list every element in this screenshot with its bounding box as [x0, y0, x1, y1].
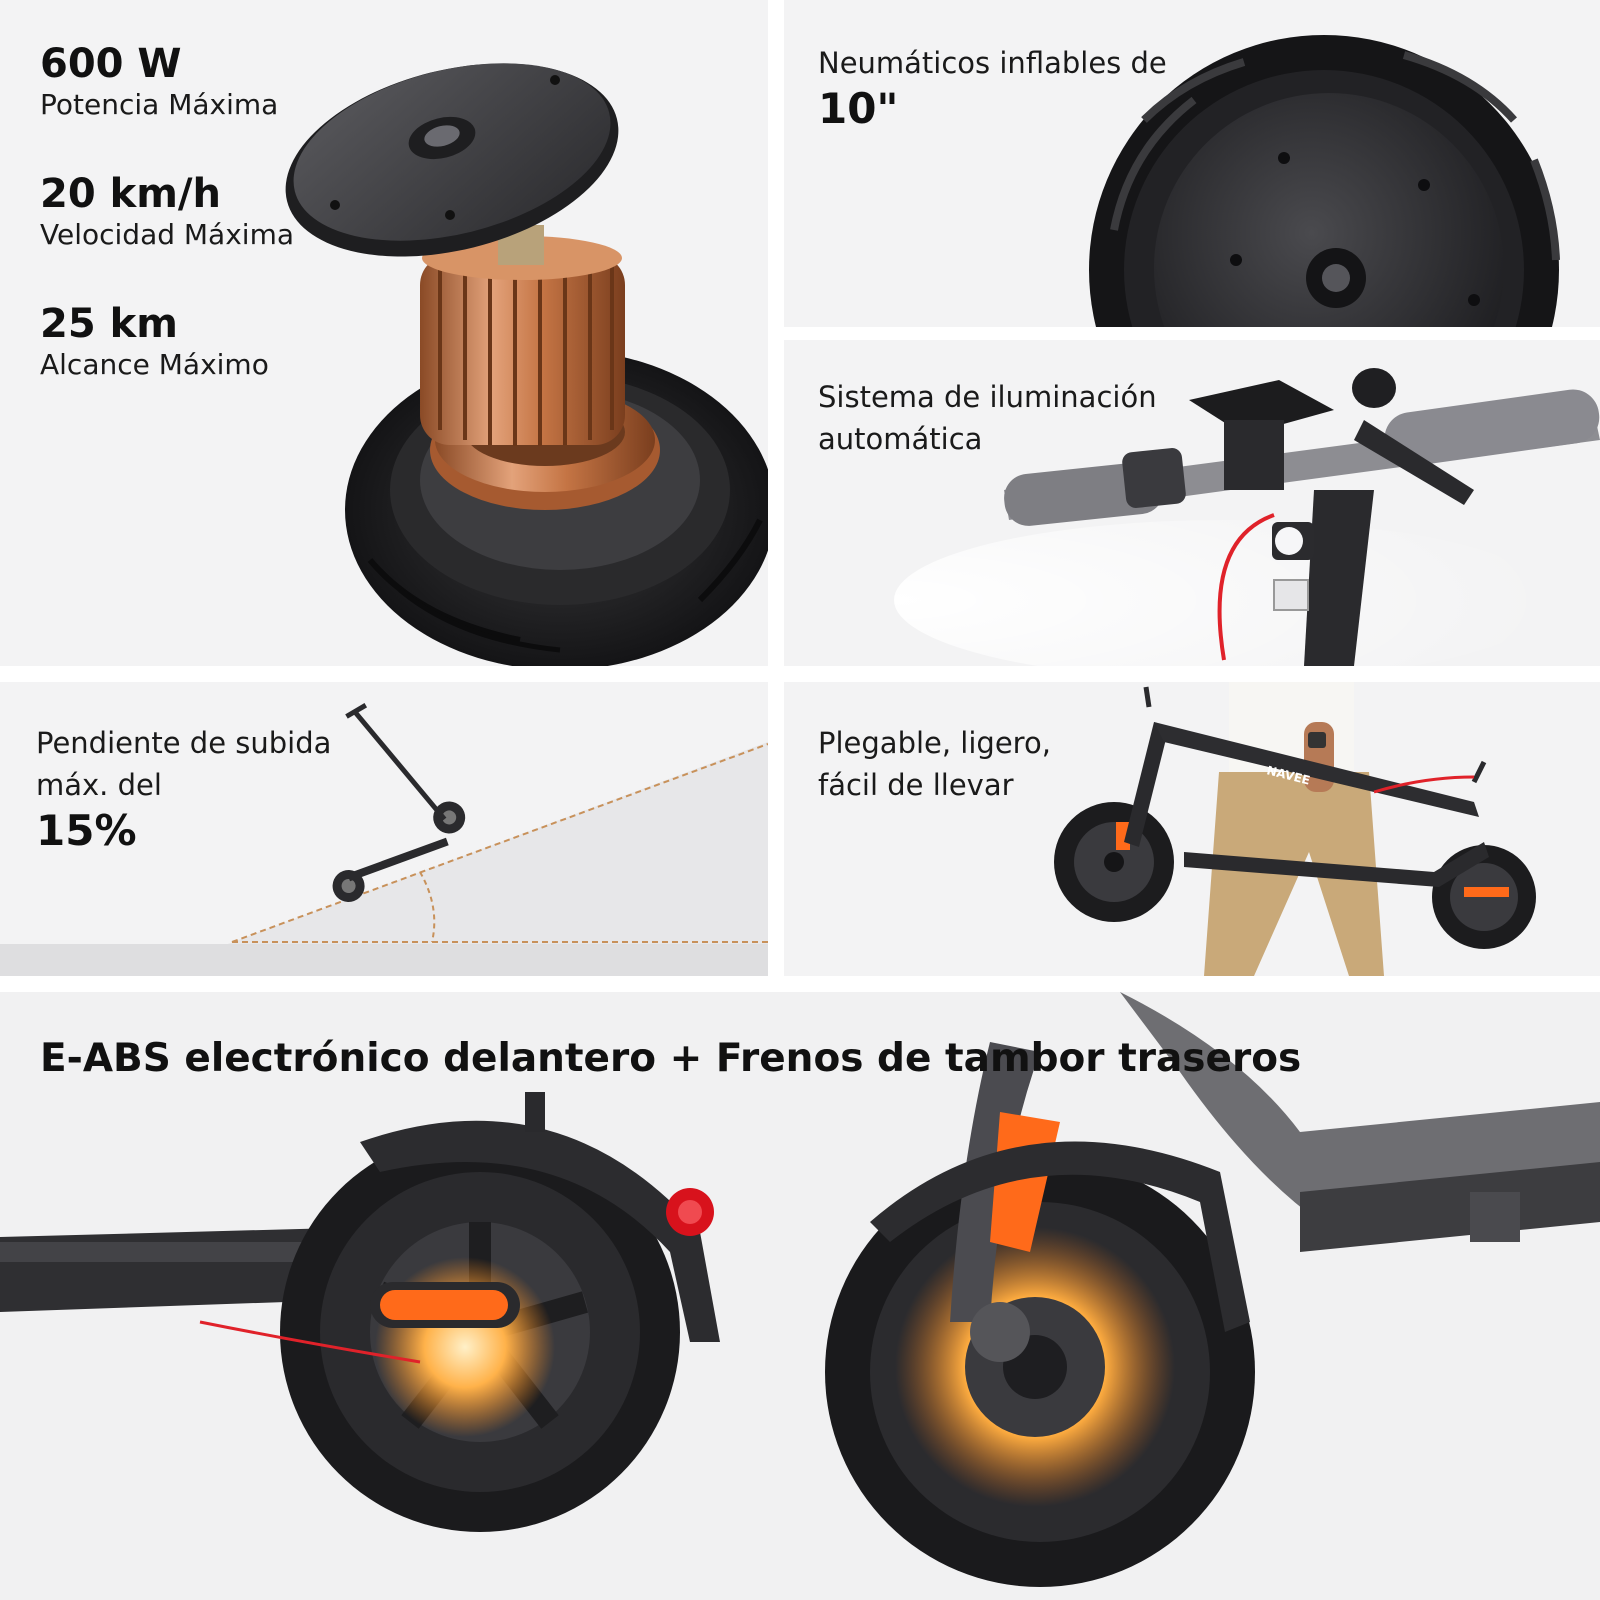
slope-panel: Pendiente de subida máx. del 15% — [0, 682, 768, 976]
display-unit — [1189, 380, 1334, 490]
headlight-beam — [894, 520, 1554, 666]
tire-size-value: 10" — [818, 84, 899, 133]
tire-caption-text: Neumáticos inflables de — [818, 46, 1167, 80]
lighting-caption-line1: Sistema de iluminación — [818, 380, 1157, 414]
slope-caption: Pendiente de subida máx. del 15% — [36, 722, 331, 856]
slope-illustration — [0, 703, 768, 976]
folded-scooter-illustration: NAVEE — [1054, 682, 1536, 976]
scooter-climbing — [332, 703, 466, 903]
rear-wheel-drum-brake — [0, 1092, 720, 1532]
folded-scooter — [1054, 686, 1536, 949]
spec-power-label: Potencia Máxima — [40, 88, 279, 121]
spec-range-label: Alcance Máximo — [40, 348, 269, 381]
lighting-caption: Sistema de iluminación automática — [818, 376, 1157, 460]
handlebar-illustration — [894, 368, 1600, 666]
spec-speed-value: 20 km/h — [40, 171, 221, 217]
lighting-caption-line2: automática — [818, 422, 983, 456]
wheel-10-inch — [1089, 35, 1560, 327]
brakes-panel: E-ABS electrónico delantero + Frenos de … — [0, 992, 1600, 1600]
spec-range-value: 25 km — [40, 301, 178, 347]
lighting-panel: Sistema de iluminación automática — [784, 340, 1600, 666]
tire-illustration — [1089, 35, 1560, 327]
tire-panel: Neumáticos inflables de 10" — [784, 0, 1600, 327]
tire-caption: Neumáticos inflables de 10" — [818, 42, 1167, 134]
slope-value: 15% — [36, 806, 137, 855]
motor-panel: 600 W Potencia Máxima 20 km/h Velocidad … — [0, 0, 768, 666]
angle-arc — [419, 871, 436, 943]
spec-power: 600 W Potencia Máxima — [40, 42, 278, 122]
motor-illustration — [285, 63, 768, 666]
brake-cable — [1217, 513, 1275, 661]
spec-speed: 20 km/h Velocidad Máxima — [40, 172, 294, 252]
steering-stem — [1304, 490, 1374, 666]
folding-caption-line2: fácil de llevar — [818, 768, 1014, 802]
spec-power-value: 600 W — [40, 41, 182, 87]
slope-caption-line1: Pendiente de subida — [36, 726, 332, 760]
copper-armature — [420, 225, 625, 446]
folding-panel: NAVEE Plegable, ligero, fácil de llevar — [784, 682, 1600, 976]
brakes-illustration — [0, 992, 1600, 1587]
person-carrying — [1204, 682, 1384, 976]
slope-line — [231, 743, 768, 943]
folding-caption: Plegable, ligero, fácil de llevar — [818, 722, 1051, 806]
slope-caption-line2: máx. del — [36, 768, 162, 802]
headlight — [1272, 522, 1314, 611]
folding-caption-line1: Plegable, ligero, — [818, 726, 1051, 760]
spec-speed-label: Velocidad Máxima — [40, 218, 294, 251]
handlebar — [1004, 389, 1600, 526]
motor-cover-disc — [285, 63, 619, 257]
front-wheel-eabs — [825, 992, 1600, 1587]
brake-lever — [1352, 368, 1474, 505]
brakes-title: E-ABS electrónico delantero + Frenos de … — [40, 1036, 1302, 1081]
spec-range: 25 km Alcance Máximo — [40, 302, 269, 382]
